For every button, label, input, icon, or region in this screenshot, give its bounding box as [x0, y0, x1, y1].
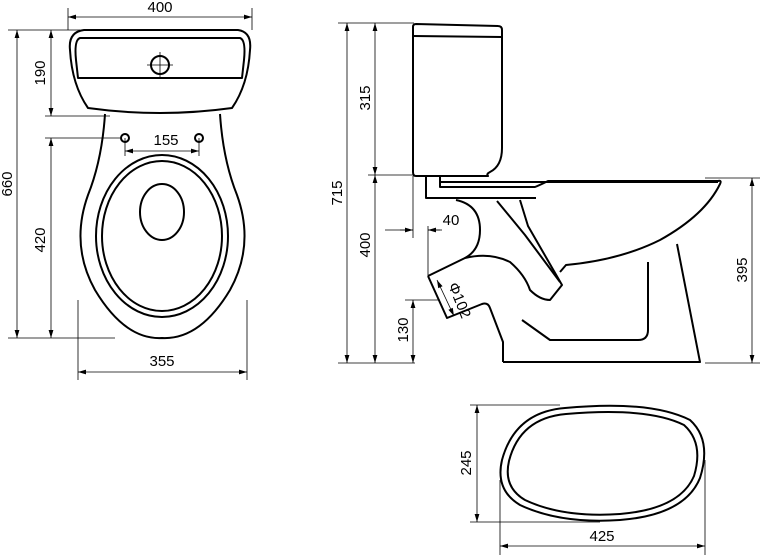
dim-715: 715	[329, 180, 346, 205]
dim-425: 425	[589, 528, 614, 545]
base-view: 245 425	[458, 404, 706, 555]
seat-outer	[95, 154, 229, 318]
dim-130: 130	[395, 317, 412, 342]
dim-outlet-diameter: Φ102	[444, 280, 474, 321]
base-inner	[506, 411, 699, 516]
outlet	[427, 257, 504, 362]
dim-355: 355	[149, 353, 174, 370]
dim-155: 155	[153, 132, 178, 149]
top-view: 400 660 190 420 155 355	[0, 0, 253, 380]
dim-400: 400	[147, 0, 172, 16]
dim-420: 420	[32, 227, 49, 252]
side-view: 715 315 400 395 130 40 Φ102	[329, 22, 760, 364]
bowl-opening	[139, 183, 185, 241]
dim-190: 190	[32, 60, 49, 85]
tank-lid	[74, 37, 246, 79]
dim-660: 660	[0, 171, 16, 196]
seat-and-rim	[425, 176, 722, 273]
seat-inner	[101, 160, 223, 312]
dim-245: 245	[458, 450, 475, 475]
bowl-outline	[79, 113, 246, 340]
pedestal	[503, 243, 701, 363]
dim-395: 395	[734, 257, 751, 282]
dim-400: 400	[357, 232, 374, 257]
cistern	[412, 23, 503, 177]
dim-315: 315	[357, 85, 374, 110]
base-outer	[499, 404, 706, 522]
tank-outline	[68, 29, 252, 114]
trapway	[455, 199, 563, 301]
dim-40: 40	[443, 212, 460, 229]
